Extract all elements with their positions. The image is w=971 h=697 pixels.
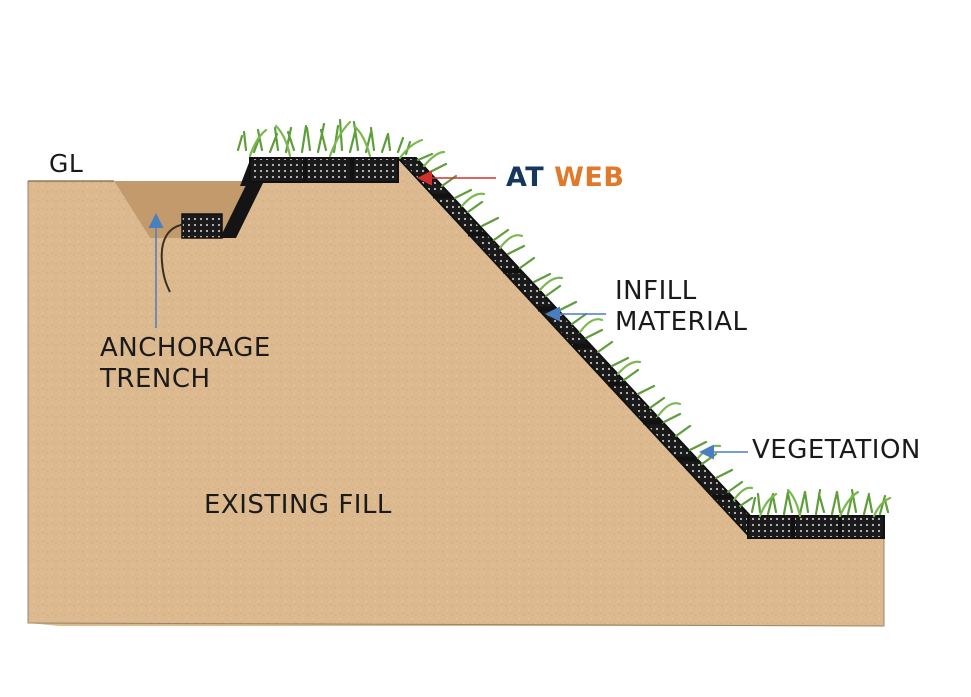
- crest-geocells: [249, 157, 399, 183]
- brand-at-text: AT: [506, 162, 545, 193]
- existing-fill-soil: [28, 160, 884, 626]
- toe-geocells: [747, 515, 885, 539]
- anchorage-tendon: [160, 223, 187, 293]
- existing-fill-label: EXISTING FILL: [204, 490, 392, 520]
- infill-material-label: INFILL MATERIAL: [615, 276, 748, 338]
- at-web-label: AT WEB: [506, 162, 624, 193]
- vegetation-label: VEGETATION: [752, 435, 921, 465]
- anchorage-line-2: TRENCH: [100, 364, 211, 394]
- anchorage-line-1: ANCHORAGE: [100, 333, 271, 363]
- ground-level-label: GL: [49, 149, 84, 178]
- infill-line-1: INFILL: [615, 276, 697, 306]
- anchorage-trench-label: ANCHORAGE TRENCH: [100, 333, 271, 395]
- soil-outline: [27, 181, 885, 627]
- brand-web-text: WEB: [554, 162, 625, 193]
- infill-line-2: MATERIAL: [615, 307, 748, 337]
- trench-cell: [181, 213, 223, 239]
